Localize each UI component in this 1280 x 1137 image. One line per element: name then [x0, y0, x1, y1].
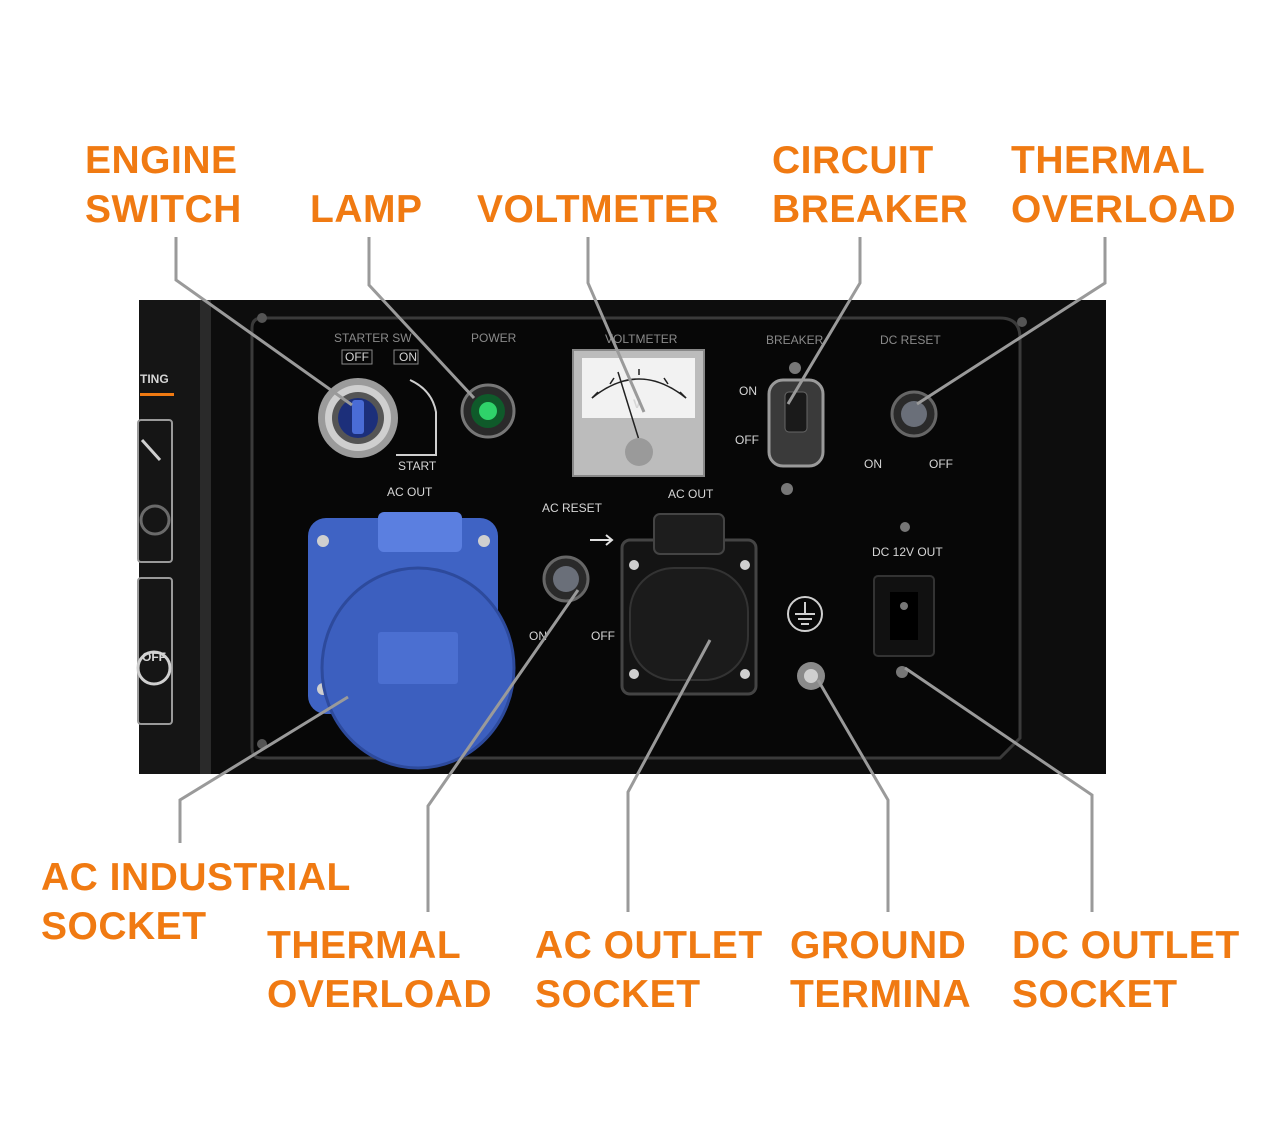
- leader-lines: [174, 237, 1107, 912]
- meter-unit: V: [633, 397, 641, 411]
- callout-ac-industrial-socket: AC INDUSTRIAL SOCKET: [41, 853, 351, 951]
- breaker-label: BREAKER: [766, 333, 824, 347]
- circuit-breaker-switch[interactable]: [767, 362, 825, 495]
- callout-thermal-overload-top: THERMAL OVERLOAD: [1011, 136, 1236, 234]
- voltmeter-gauge: V: [572, 349, 705, 477]
- starter-on-label: ON: [399, 350, 417, 364]
- leader-thermal-overload-top: [916, 237, 1107, 406]
- dc-12v-out-label: DC 12V OUT: [872, 545, 943, 559]
- side-accent-bar: [140, 393, 174, 396]
- callout-engine-switch-line1: ENGINE: [85, 139, 238, 182]
- callout-ground-terminal: GROUND TERMINA: [790, 921, 971, 1019]
- engine-key-switch[interactable]: [318, 378, 398, 458]
- callout-ac-outlet-socket: AC OUTLET SOCKET: [535, 921, 763, 1019]
- callout-dc-outlet-socket: DC OUTLET SOCKET: [1012, 921, 1240, 1019]
- leader-circuit-breaker: [786, 237, 862, 405]
- ground-terminal[interactable]: [787, 596, 825, 690]
- ac-out-left-label: AC OUT: [387, 485, 433, 499]
- callout-dc-outlet-socket-line2: SOCKET: [1012, 973, 1178, 1016]
- ac-out-right-label: AC OUT: [668, 487, 714, 501]
- callout-circuit-breaker-line2: BREAKER: [772, 188, 969, 231]
- callout-thermal-overload-bottom-line2: OVERLOAD: [267, 973, 493, 1016]
- leader-lamp: [367, 237, 476, 400]
- callout-lamp-line1: LAMP: [310, 188, 423, 231]
- callout-thermal-overload-top-line1: THERMAL: [1011, 139, 1206, 182]
- callout-lamp: LAMP: [310, 185, 423, 234]
- callout-ac-outlet-socket-line1: AC OUTLET: [535, 924, 763, 967]
- starter-start-label: START: [398, 459, 437, 473]
- power-label: POWER: [471, 331, 517, 345]
- callout-ac-outlet-socket-line2: SOCKET: [535, 973, 701, 1016]
- ac-outlet-socket[interactable]: [620, 513, 758, 696]
- arrow-right-icon: [590, 534, 614, 546]
- callout-dc-outlet-socket-line1: DC OUTLET: [1012, 924, 1240, 967]
- side-icon-box-top: [137, 419, 173, 563]
- dc-outlet-socket[interactable]: [873, 575, 935, 678]
- side-sticker: [139, 300, 211, 774]
- side-label: TING: [140, 372, 169, 386]
- callout-voltmeter-line1: VOLTMETER: [477, 188, 720, 231]
- ac-reset-label: AC RESET: [542, 501, 603, 515]
- callout-ground-terminal-line1: GROUND: [790, 924, 967, 967]
- callout-ac-industrial-socket-line1: AC INDUSTRIAL: [41, 856, 351, 899]
- dc-reset-on-label: ON: [864, 457, 882, 471]
- ground-symbol-icon: [795, 602, 815, 625]
- generator-panel: TING OFF STARTER SW OFF ON START POWER: [136, 300, 1106, 774]
- callout-circuit-breaker-line1: CIRCUIT: [772, 139, 934, 182]
- power-lamp: [460, 383, 516, 439]
- starter-off-label: OFF: [345, 350, 369, 364]
- leader-dc-outlet-socket: [904, 666, 1094, 912]
- breaker-off-label: OFF: [735, 433, 759, 447]
- voltmeter-label: VOLTMETER: [605, 332, 678, 346]
- callout-engine-switch-line2: SWITCH: [85, 188, 242, 231]
- dc-reset-button[interactable]: [890, 390, 938, 438]
- leader-engine-switch: [174, 237, 353, 407]
- callout-engine-switch: ENGINE SWITCH: [85, 136, 242, 234]
- dc-reset-off-label: OFF: [929, 457, 953, 471]
- side-pictogram-bottom: [136, 650, 172, 686]
- leader-ac-outlet-socket: [626, 639, 712, 912]
- callout-thermal-overload-bottom-line1: THERMAL: [267, 924, 462, 967]
- side-off-label: OFF: [142, 650, 166, 664]
- leader-thermal-overload-bottom: [426, 589, 580, 912]
- dc-reset-label: DC RESET: [880, 333, 941, 347]
- callout-ac-industrial-socket-line2: SOCKET: [41, 905, 207, 948]
- meter-needle: [617, 371, 640, 441]
- starter-sw-label: STARTER SW: [334, 331, 412, 345]
- side-pictogram-top: [140, 438, 162, 462]
- ac-industrial-socket[interactable]: [308, 512, 516, 770]
- leader-voltmeter: [586, 237, 646, 413]
- ac-reset-button[interactable]: [542, 555, 590, 603]
- breaker-on-label: ON: [739, 384, 757, 398]
- side-icon-box-bottom: [137, 577, 173, 725]
- callout-thermal-overload-top-line2: OVERLOAD: [1011, 188, 1237, 231]
- callout-ground-terminal-line2: TERMINA: [790, 973, 972, 1016]
- leader-ground-terminal: [816, 679, 890, 912]
- callout-circuit-breaker: CIRCUIT BREAKER: [772, 136, 968, 234]
- callout-thermal-overload-bottom: THERMAL OVERLOAD: [267, 921, 492, 1019]
- key-slot-icon: [352, 400, 364, 434]
- callout-voltmeter: VOLTMETER: [477, 185, 719, 234]
- ac-reset-off-label: OFF: [591, 629, 615, 643]
- leader-ac-industrial-socket: [178, 695, 349, 843]
